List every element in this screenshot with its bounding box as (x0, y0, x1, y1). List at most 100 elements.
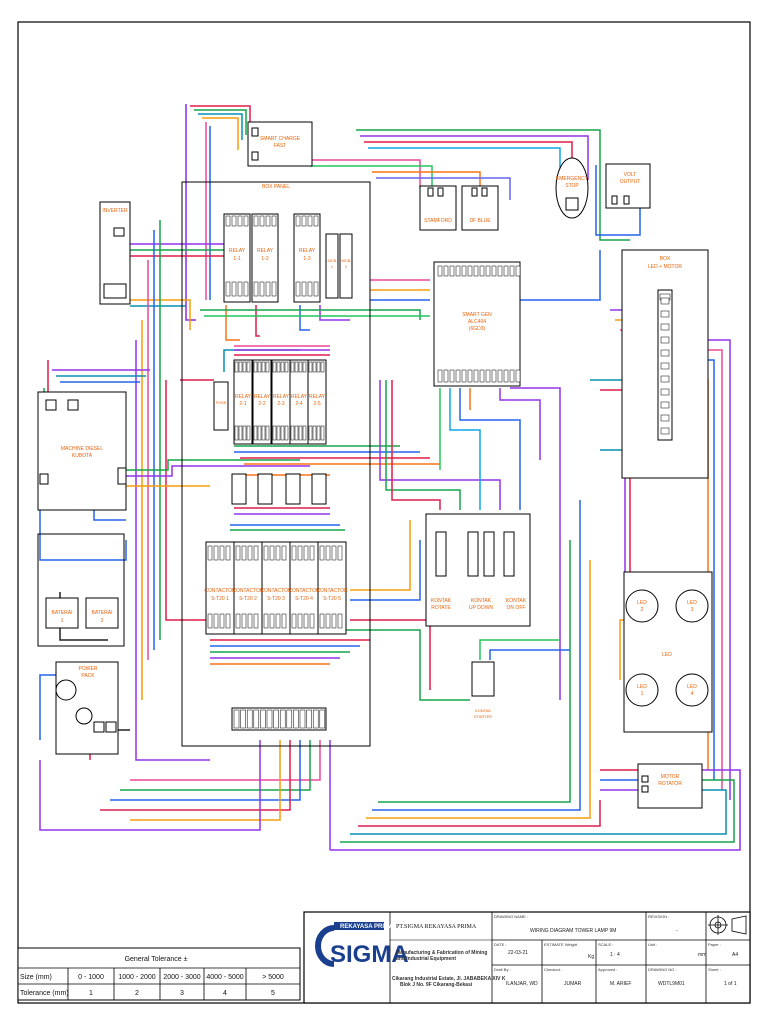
relay-2-1-label: RELAY (235, 394, 252, 400)
terminal-pin (269, 613, 275, 629)
terminal-pin (309, 545, 315, 561)
terminal-pin (271, 215, 277, 227)
relay-2-2 (252, 359, 272, 445)
weight-label: ESTIMATE Weight (544, 942, 578, 947)
terminal-pin (297, 545, 303, 561)
company-address-1: Cikarang Industrial Estate, Jl. JABABEKA… (392, 976, 506, 982)
led-1-lamp (625, 673, 659, 707)
paper-value: A4 (732, 952, 738, 958)
box-led-motor-label-2: LED + MOTOR (648, 264, 682, 270)
tol-cell: 2 (135, 990, 139, 997)
size-cell: 2000 - 3000 (163, 974, 200, 981)
volt-output-label-1: VOLT (624, 172, 637, 178)
terminal-pin (660, 375, 670, 383)
terminal-pin (263, 613, 269, 629)
terminal-pin (241, 613, 247, 629)
terminal-pin (319, 613, 325, 629)
terminal-pin (320, 425, 325, 441)
terminal-pin (461, 369, 467, 383)
terminal-pin (272, 361, 277, 373)
size-cell: > 5000 (262, 974, 284, 981)
terminal-pin (660, 310, 670, 318)
scale-value: 1 : 4 (610, 952, 620, 958)
terminal-pin (298, 425, 303, 441)
terminal-pin (319, 545, 325, 561)
terminal-pin (284, 361, 289, 373)
company-tagline-2: and Industrial Equipment (396, 956, 456, 962)
terminal-pin (467, 265, 473, 277)
terminal-pin (660, 349, 670, 357)
terminal-pin (455, 265, 461, 277)
emergency-stop-label-2: STOP (565, 183, 579, 189)
led-4-label: LED (687, 684, 697, 690)
drawing-no-value: WDTL9M01 (658, 981, 685, 987)
terminal-pin (294, 361, 299, 373)
box-led-motor-label-1: BOX (660, 256, 671, 262)
terminal-pin (660, 388, 670, 396)
terminal-pin (219, 545, 225, 561)
drawing-name-label: DRAWING NAME : (494, 914, 528, 919)
power-pack-label-1: POWER (79, 666, 98, 672)
volt-output-label-2: OUTPUT (620, 179, 641, 185)
relay-1-1-label: RELAY (229, 248, 246, 254)
size-label: Size (mm) (20, 974, 52, 981)
tol-cell: 5 (271, 990, 275, 997)
contactor-4-label: CONTACTOR (288, 588, 320, 594)
terminal-pin (235, 613, 241, 629)
terminal-pin (233, 709, 240, 729)
terminal-pin (449, 369, 455, 383)
terminal-pin (497, 369, 503, 383)
terminal-pin (246, 709, 253, 729)
terminal-pin (299, 709, 306, 729)
relay-2-5 (307, 359, 327, 445)
baterai-1-num: 1 (61, 618, 64, 624)
company-tagline-1: Manufacturing & Fabrication of Mining (396, 950, 487, 956)
mcb-1-label: MCB (328, 258, 337, 263)
terminal-pin (269, 545, 275, 561)
kontak-starter-sub: STARTER (474, 714, 492, 719)
drawing-name: WIRING DIAGRAM TOWER LAMP 9M (530, 928, 616, 934)
terminal-pin (253, 361, 258, 373)
terminal-pin (290, 361, 295, 373)
terminal-pin (313, 215, 319, 227)
terminal-pin (485, 369, 491, 383)
terminal-pin (253, 613, 259, 629)
terminal-pin (660, 427, 670, 435)
stamford-label: STAMFORD (424, 218, 452, 224)
terminal-pin (307, 281, 313, 297)
kontak-rotate-label: KONTAK (431, 598, 452, 604)
projection-symbol-icon (708, 915, 747, 935)
terminal-pin (449, 265, 455, 277)
terminal-pin (273, 709, 279, 729)
relay-2-4-num: 2-4 (295, 401, 302, 407)
kontak-up-down-sub: UP DOWN (469, 605, 493, 611)
terminal-pin (243, 281, 249, 297)
terminal-pin (479, 369, 485, 383)
revision-label: REVISION : (648, 914, 669, 919)
led-box-label: LED (662, 652, 672, 658)
terminal-pin (265, 425, 270, 441)
terminal-pin (337, 545, 343, 561)
terminal-pin (242, 425, 247, 441)
component-details (207, 215, 671, 729)
tol-cell: 3 (180, 990, 184, 997)
terminal-pin (253, 545, 259, 561)
terminal-pin (247, 545, 253, 561)
terminal-pin (280, 425, 285, 441)
contactor-2-num: S-T20 2 (239, 596, 257, 602)
terminal-pin (246, 425, 251, 441)
sheet-label: Sheet : (708, 967, 721, 972)
led-4-lamp (675, 673, 709, 707)
terminal-pin (331, 613, 337, 629)
terminal-pin (515, 265, 521, 277)
terminal-pin (266, 709, 273, 729)
contactor-1-label: CONTACTOR (204, 588, 236, 594)
terminal-pin (243, 215, 249, 227)
led-2-lamp (625, 589, 659, 623)
terminal-pin (660, 414, 670, 422)
terminal-pin (295, 215, 301, 227)
checked-value: JUMAR (564, 981, 582, 987)
baterai-1-label: BATERAI (51, 610, 72, 616)
terminal-pin (302, 425, 307, 441)
relay-2-3-label: RELAY (273, 394, 290, 400)
